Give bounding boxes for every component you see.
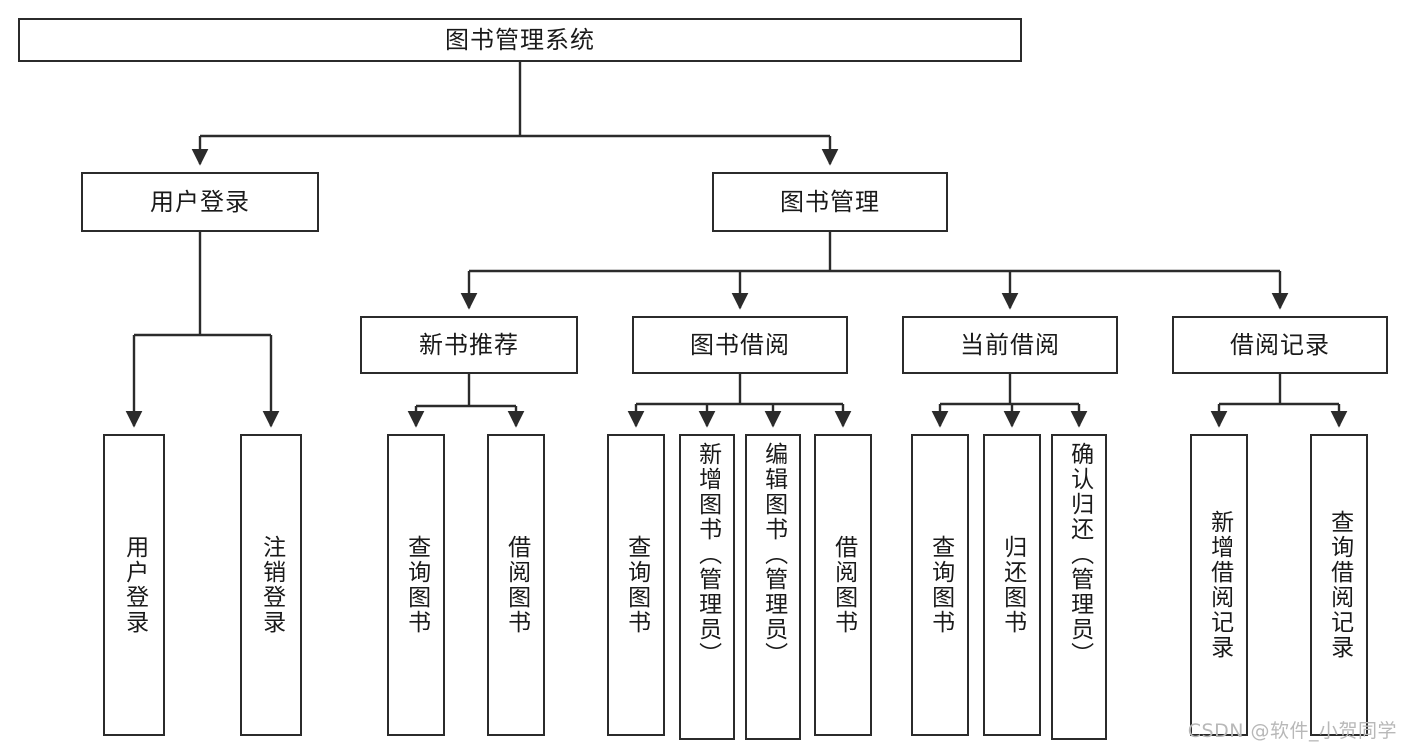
node-leaf-borrow-book-1-label: 借阅图书 xyxy=(503,535,530,635)
node-leaf-add-record[interactable]: 新增借阅记录 xyxy=(1190,434,1248,736)
node-new-book-recommend-label: 新书推荐 xyxy=(419,330,519,359)
node-leaf-edit-book[interactable]: 编辑图书（管理员） xyxy=(745,434,801,740)
node-book-manage-label: 图书管理 xyxy=(780,187,880,216)
node-leaf-query-book-3-label: 查询图书 xyxy=(927,535,954,635)
node-leaf-query-record[interactable]: 查询借阅记录 xyxy=(1310,434,1368,736)
node-leaf-return-book[interactable]: 归还图书 xyxy=(983,434,1041,736)
node-leaf-borrow-book-2[interactable]: 借阅图书 xyxy=(814,434,872,736)
node-leaf-query-book-3[interactable]: 查询图书 xyxy=(911,434,969,736)
node-leaf-confirm-return[interactable]: 确认归还（管理员） xyxy=(1051,434,1107,740)
node-leaf-add-book-label: 新增图书（管理员） xyxy=(694,442,721,667)
node-book-borrow-label: 图书借阅 xyxy=(690,330,790,359)
node-leaf-query-book-1-label: 查询图书 xyxy=(403,535,430,635)
node-leaf-borrow-book-1[interactable]: 借阅图书 xyxy=(487,434,545,736)
node-root-label: 图书管理系统 xyxy=(445,25,595,54)
node-leaf-query-record-label: 查询借阅记录 xyxy=(1326,510,1353,660)
node-leaf-user-logout-label: 注销登录 xyxy=(258,535,285,635)
node-book-borrow[interactable]: 图书借阅 xyxy=(632,316,848,374)
node-current-borrow[interactable]: 当前借阅 xyxy=(902,316,1118,374)
node-borrow-record-label: 借阅记录 xyxy=(1230,330,1330,359)
node-leaf-query-book-1[interactable]: 查询图书 xyxy=(387,434,445,736)
node-leaf-edit-book-label: 编辑图书（管理员） xyxy=(760,442,787,667)
node-user-login-label: 用户登录 xyxy=(150,187,250,216)
watermark-text: CSDN @软件_小贺同学 xyxy=(1187,720,1397,742)
node-book-manage[interactable]: 图书管理 xyxy=(712,172,948,232)
node-leaf-query-book-2[interactable]: 查询图书 xyxy=(607,434,665,736)
node-leaf-borrow-book-2-label: 借阅图书 xyxy=(830,535,857,635)
node-leaf-user-login[interactable]: 用户登录 xyxy=(103,434,165,736)
node-leaf-query-book-2-label: 查询图书 xyxy=(623,535,650,635)
node-leaf-user-logout[interactable]: 注销登录 xyxy=(240,434,302,736)
node-leaf-confirm-return-label: 确认归还（管理员） xyxy=(1066,442,1093,667)
node-leaf-user-login-label: 用户登录 xyxy=(121,535,148,635)
node-user-login[interactable]: 用户登录 xyxy=(81,172,319,232)
node-borrow-record[interactable]: 借阅记录 xyxy=(1172,316,1388,374)
node-new-book-recommend[interactable]: 新书推荐 xyxy=(360,316,578,374)
node-leaf-add-record-label: 新增借阅记录 xyxy=(1206,510,1233,660)
node-current-borrow-label: 当前借阅 xyxy=(960,330,1060,359)
node-root[interactable]: 图书管理系统 xyxy=(18,18,1022,62)
node-leaf-return-book-label: 归还图书 xyxy=(999,535,1026,635)
node-leaf-add-book[interactable]: 新增图书（管理员） xyxy=(679,434,735,740)
